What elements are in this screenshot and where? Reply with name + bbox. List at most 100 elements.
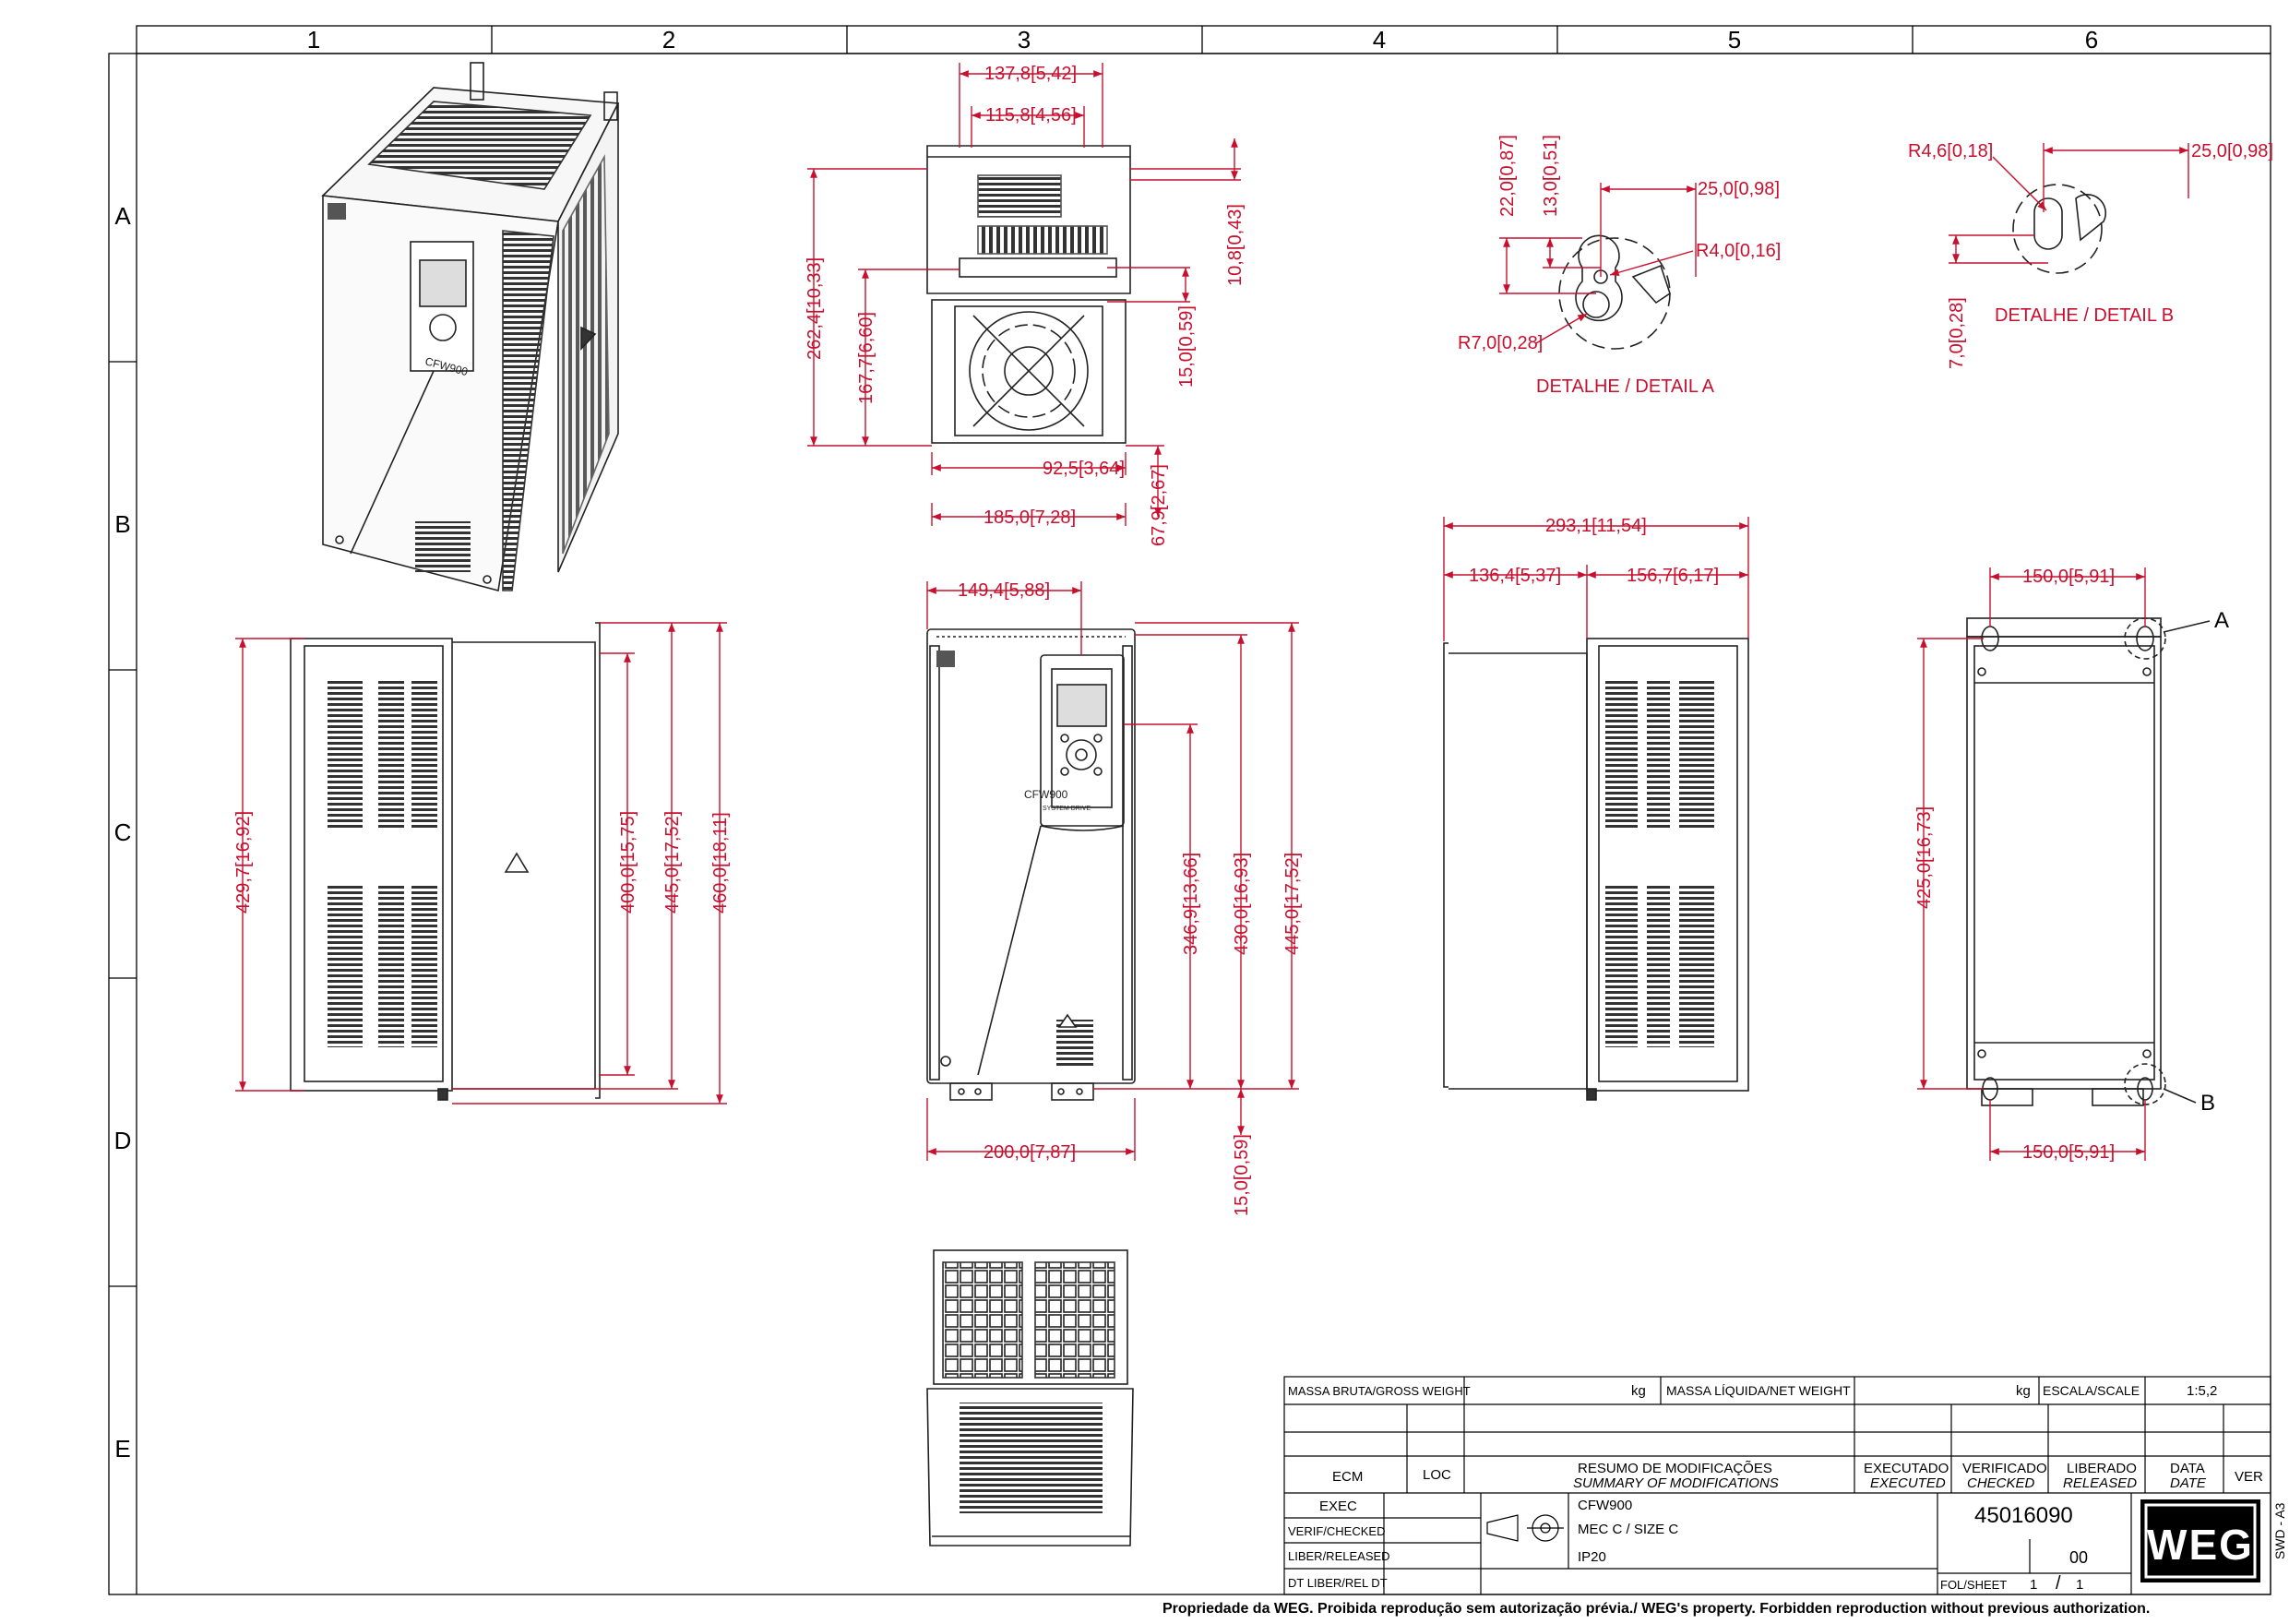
scale-value: 1:5,2 — [2187, 1383, 2217, 1399]
dim-rs-w3: 156,7[6,17] — [1627, 566, 1719, 586]
dim-front-b: 15,0[0,59] — [1232, 1134, 1252, 1216]
revision: 00 — [2069, 1548, 2088, 1567]
description-line-2: MEC C / SIZE C — [1578, 1522, 1678, 1537]
drawing-number: 45016090 — [1974, 1503, 2073, 1528]
format-code: SWD - A3 — [2272, 1502, 2287, 1559]
dim-top-w4: 185,0[7,28] — [984, 508, 1076, 528]
column-label: 6 — [2085, 26, 2098, 54]
sheet-separator: / — [2056, 1573, 2061, 1594]
dim-back-w1: 150,0[5,91] — [2022, 567, 2115, 587]
left-side-view — [290, 622, 601, 1101]
dim-rs-w1: 293,1[11,54] — [1545, 516, 1647, 536]
isometric-view — [321, 62, 620, 591]
executed-header-en: EXECUTED — [1870, 1475, 1946, 1491]
executed-header-pt: EXECUTADO — [1864, 1461, 1949, 1476]
dim-da-2: 13,0[0,51] — [1541, 135, 1561, 217]
row-label: B — [114, 510, 130, 538]
net-weight-label: MASSA LÍQUIDA/NET WEIGHT — [1666, 1383, 1851, 1398]
net-weight-unit: kg — [2016, 1383, 2031, 1399]
detail-a — [1558, 234, 1671, 350]
detail-b — [2012, 184, 2106, 274]
dim-db-3: 7,0[0,28] — [1947, 297, 1967, 369]
row-labels: A B C D E — [114, 202, 132, 1463]
bottom-view — [926, 1249, 1134, 1546]
projection-symbol — [1486, 1514, 1564, 1542]
loc-header: LOC — [1423, 1467, 1451, 1483]
drawing-frame — [108, 25, 2271, 1595]
sheet-total: 1 — [2076, 1577, 2083, 1593]
weg-logo: WEG — [2147, 1521, 2254, 1569]
dim-rs-w2: 136,4[5,37] — [1469, 566, 1561, 586]
dim-front-h2: 430,0[16,93] — [1232, 853, 1252, 955]
weg-logo-border — [2144, 1503, 2257, 1579]
exec-label: EXEC — [1319, 1499, 1357, 1514]
title-block-text: MASSA BRUTA/GROSS WEIGHT kg MASSA LÍQUID… — [1288, 1383, 2263, 1594]
dim-side-h3: 445,0[17,52] — [662, 811, 683, 914]
front-logo-sub: SYSTEM DRIVE — [1043, 806, 1091, 812]
liber-label: LIBER/RELEASED — [1288, 1549, 1390, 1563]
column-label: 5 — [1728, 26, 1741, 54]
column-label: 1 — [307, 26, 320, 54]
summary-header-en: SUMMARY OF MODIFICATIONS — [1573, 1475, 1779, 1491]
dim-top-h2: 167,7[6,60] — [856, 312, 876, 404]
checked-header-pt: VERIFICADO — [1962, 1461, 2047, 1476]
dim-back-w2: 150,0[5,91] — [2022, 1142, 2115, 1163]
column-label: 2 — [662, 26, 675, 54]
dim-top-r2: 15,0[0,59] — [1176, 305, 1197, 388]
dim-top-r3: 67,9[2,67] — [1149, 464, 1169, 546]
dim-front-h3: 445,0[17,52] — [1282, 853, 1303, 955]
right-side-view — [1443, 638, 1749, 1101]
callout-a: A — [2214, 608, 2229, 633]
verif-label: VERIF/CHECKED — [1288, 1524, 1385, 1538]
dim-da-3: 25,0[0,98] — [1698, 179, 1780, 199]
title-block — [1283, 1376, 2271, 1595]
row-label: E — [114, 1435, 130, 1463]
summary-header-pt: RESUMO DE MODIFICAÇÕES — [1578, 1461, 1772, 1476]
footer-note: Propriedade da WEG. Proibida reprodução … — [1162, 1601, 2150, 1617]
dim-side-h2: 400,0[15,75] — [618, 811, 638, 914]
dimension-labels: 137,8[5,42] 115,8[4,56] 92,5[3,64] 185,0… — [233, 64, 2273, 1216]
dim-da-1: 22,0[0,87] — [1497, 135, 1518, 217]
dtliber-label: DT LIBER/REL DT — [1288, 1576, 1388, 1590]
dim-side-h1: 429,7[16,92] — [233, 811, 254, 914]
front-logo: CFW900 — [1024, 788, 1068, 801]
gross-weight-unit: kg — [1631, 1383, 1646, 1399]
column-labels: 1 2 3 4 5 6 — [307, 26, 2098, 54]
dim-db-2: 25,0[0,98] — [2191, 141, 2273, 161]
column-label: 4 — [1373, 26, 1386, 54]
released-header-pt: LIBERADO — [2067, 1461, 2137, 1476]
dim-top-w1: 137,8[5,42] — [984, 64, 1077, 84]
dim-top-h1: 262,4[10,33] — [805, 257, 825, 360]
row-label: D — [114, 1127, 132, 1154]
dim-side-h4: 460,0[18,11] — [710, 812, 731, 914]
dim-front-w1: 149,4[5,88] — [958, 580, 1050, 601]
description-line-1: CFW900 — [1578, 1498, 1632, 1513]
dim-db-1: R4,6[0,18] — [1908, 141, 1993, 161]
date-header-en: DATE — [2170, 1475, 2207, 1491]
weg-logo-background — [2140, 1499, 2260, 1582]
scale-label: ESCALA/SCALE — [2043, 1383, 2140, 1398]
dim-front-h1: 346,9[13,66] — [1181, 853, 1201, 955]
callout-b: B — [2200, 1091, 2215, 1116]
dimension-lines — [235, 63, 2189, 1161]
dim-da-5: R7,0[0,28] — [1458, 333, 1543, 353]
front-view — [926, 628, 1136, 1101]
row-label: C — [114, 818, 132, 846]
dim-top-w2: 115,8[4,56] — [985, 105, 1077, 125]
released-header-en: RELEASED — [2063, 1475, 2137, 1491]
top-view — [926, 145, 1131, 444]
detail-a-title: DETALHE / DETAIL A — [1536, 376, 1715, 397]
dim-da-4: R4,0[0,16] — [1696, 241, 1781, 261]
dim-top-w3: 92,5[3,64] — [1043, 459, 1125, 479]
column-label: 3 — [1018, 26, 1031, 54]
gross-weight-label: MASSA BRUTA/GROSS WEIGHT — [1288, 1384, 1471, 1398]
description-line-3: IP20 — [1578, 1549, 1606, 1565]
checked-header-en: CHECKED — [1967, 1475, 2035, 1491]
ver-header: VER — [2235, 1469, 2263, 1485]
row-label: A — [114, 202, 131, 230]
sheet-number: 1 — [2030, 1577, 2037, 1593]
dim-top-r1: 10,8[0,43] — [1225, 204, 1246, 286]
ecm-header: ECM — [1332, 1469, 1363, 1485]
